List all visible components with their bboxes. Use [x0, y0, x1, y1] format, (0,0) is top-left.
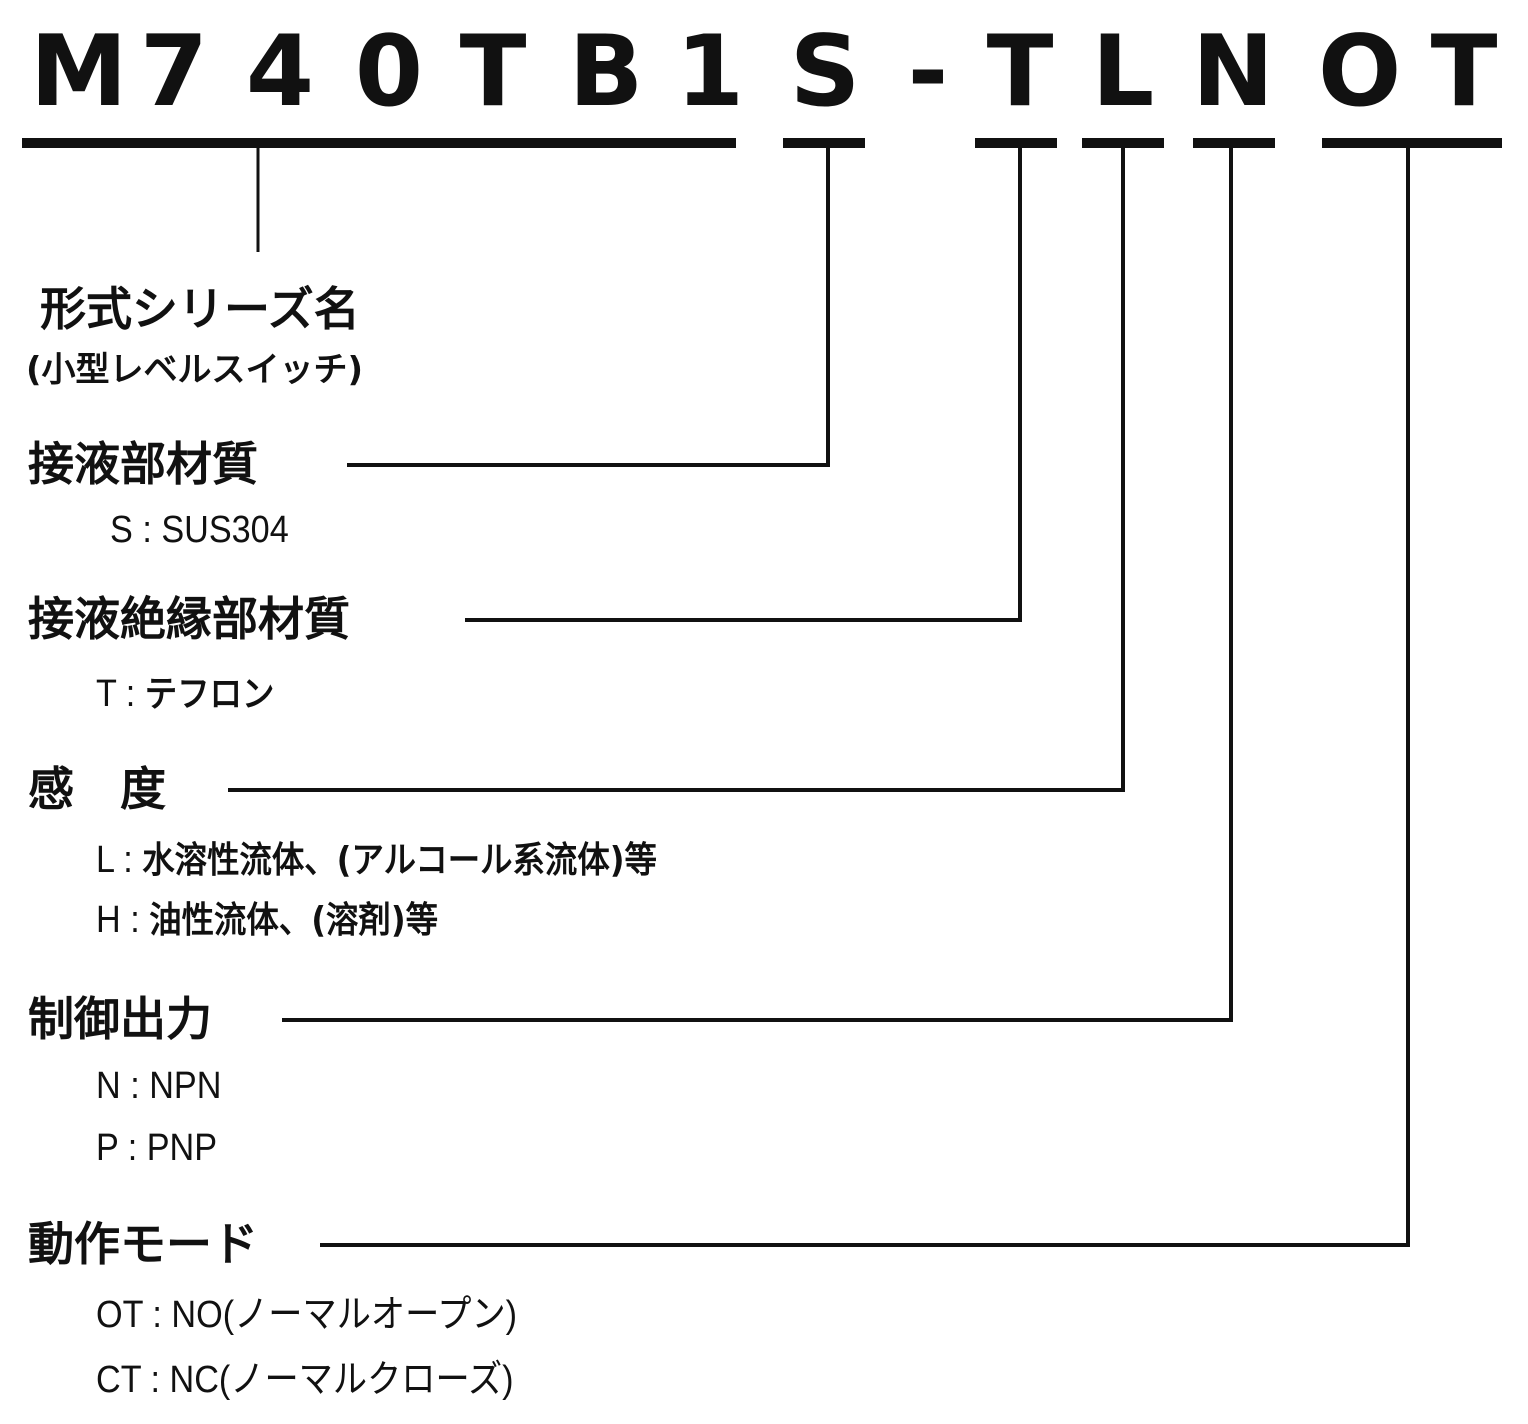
- leader-control-output: [282, 148, 1233, 1022]
- control-output-option: N : NPN: [96, 1065, 222, 1107]
- option-code: CT: [96, 1359, 141, 1401]
- code-char: N: [1192, 15, 1275, 129]
- leader-wetted-insulation: [465, 148, 1022, 622]
- control-output-option: P : PNP: [96, 1127, 218, 1169]
- leader-sensitivity: [228, 148, 1125, 792]
- code-char: M: [30, 15, 128, 129]
- operation-mode-option: OT : NO(ノーマルオープン): [96, 1294, 518, 1336]
- code-char: T: [459, 15, 527, 129]
- sensitivity-option: L : 水溶性流体、(アルコール系流体)等: [96, 839, 657, 881]
- option-code: P: [96, 1127, 119, 1169]
- code-char: 4: [245, 15, 315, 129]
- option-value: テフロン: [144, 674, 275, 715]
- option-code: S: [110, 509, 133, 551]
- code-char: L: [1091, 15, 1155, 129]
- code-char: 0: [354, 15, 424, 129]
- code-char: 7: [139, 15, 209, 129]
- wetted-insulation-option: T : テフロン: [96, 673, 275, 715]
- option-value: 油性流体、(溶剤)等: [149, 900, 439, 941]
- option-value: NO(ノーマルオープン): [171, 1294, 518, 1336]
- code-char: S: [789, 15, 861, 129]
- operation-mode-option: CT : NC(ノーマルクローズ): [96, 1359, 514, 1401]
- wetted-material-title: 接液部材質: [28, 437, 258, 491]
- option-code: T: [96, 673, 117, 715]
- option-value: 水溶性流体、(アルコール系流体)等: [142, 840, 657, 881]
- underline-series: [22, 138, 736, 148]
- code-char: 1: [675, 15, 745, 129]
- option-code: OT: [96, 1294, 143, 1336]
- option-value: NPN: [149, 1065, 222, 1107]
- underline-sensitivity: [1082, 138, 1164, 148]
- wetted-insulation-title: 接液絶縁部材質: [28, 592, 350, 646]
- option-value: SUS304: [161, 509, 289, 551]
- leader-wetted-material: [347, 148, 830, 467]
- underline-wetted-insulation: [975, 138, 1057, 148]
- leader-operation-mode: [320, 148, 1410, 1247]
- sensitivity-title: 感 度: [28, 762, 166, 816]
- sensitivity-option: H : 油性流体、(溶剤)等: [96, 899, 439, 941]
- control-output-title: 制御出力: [28, 992, 212, 1046]
- series-title: 形式シリーズ名: [40, 282, 360, 336]
- code-char: T: [986, 15, 1054, 129]
- option-code: N: [96, 1065, 121, 1107]
- operation-mode-title: 動作モード: [28, 1217, 258, 1271]
- option-value: PNP: [146, 1127, 218, 1169]
- series-subtitle: (小型レベルスイッチ): [26, 350, 364, 390]
- wetted-material-option: S : SUS304: [110, 509, 289, 551]
- code-char: T: [1430, 15, 1498, 129]
- underline-operation-mode: [1322, 138, 1502, 148]
- option-code: H: [96, 899, 121, 941]
- code-char: B: [568, 15, 644, 129]
- underline-wetted-material: [783, 138, 865, 148]
- code-char: -: [907, 15, 949, 129]
- option-value: NC(ノーマルクローズ): [169, 1359, 514, 1401]
- option-code: L: [96, 839, 114, 881]
- underline-control-output: [1193, 138, 1275, 148]
- code-char: O: [1318, 15, 1402, 129]
